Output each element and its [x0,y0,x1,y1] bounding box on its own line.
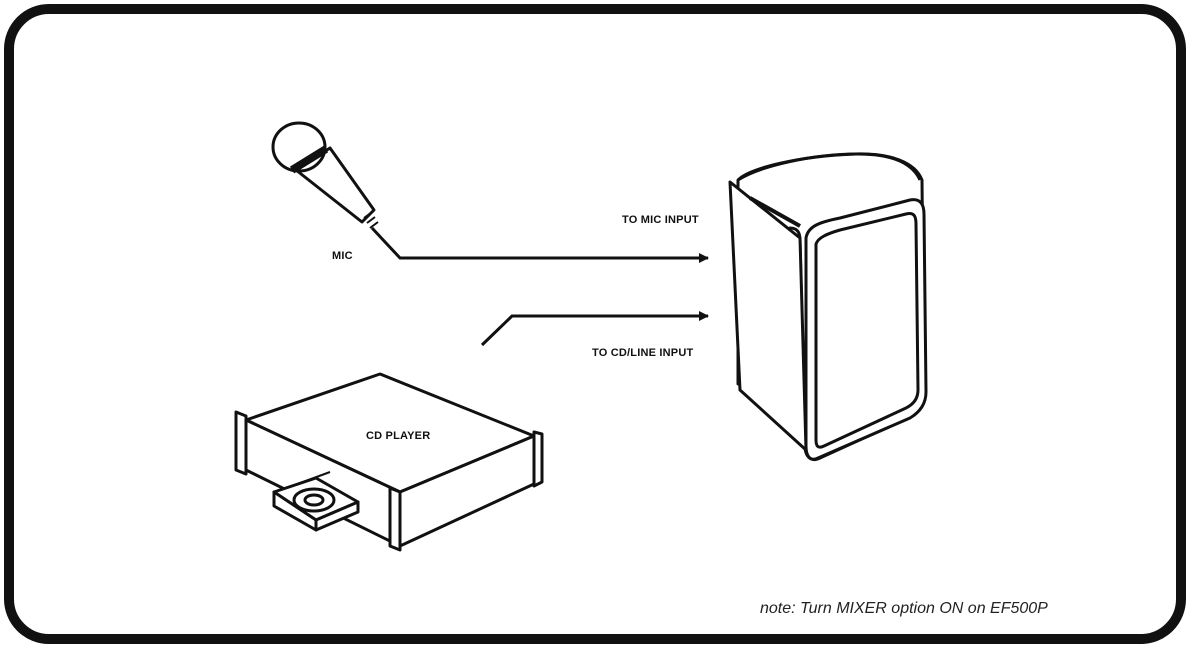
to-mic-input-label: TO MIC INPUT [622,214,699,226]
mic-cable-arrow [370,226,709,263]
microphone-icon [271,121,379,229]
to-cd-line-input-label: TO CD/LINE INPUT [592,347,694,359]
cd-cable-arrow [480,311,709,347]
speaker-icon [728,152,928,462]
diagram-border [4,4,1186,644]
note-text: note: Turn MIXER option ON on EF500P [760,600,1048,617]
cd-player-label: CD PLAYER [366,430,431,442]
mic-label: MIC [332,250,353,262]
cd-player-icon [234,372,544,552]
